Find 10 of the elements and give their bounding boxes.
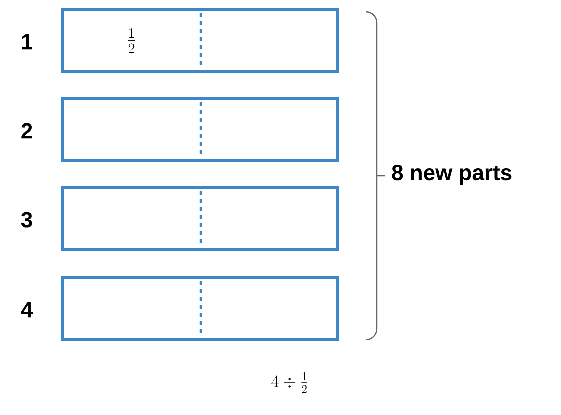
brace-label: 8 new parts <box>392 165 512 185</box>
fraction-bar <box>62 186 340 252</box>
row-number: 4 <box>21 302 33 318</box>
row-number: 1 <box>22 34 32 50</box>
fraction-bar: $\frac{1}{2}$ <box>62 8 340 74</box>
row-number: 2 <box>22 123 32 139</box>
fraction-bar <box>62 98 340 162</box>
fraction-bar <box>62 276 340 342</box>
row-number: 3 <box>21 212 32 228</box>
division-formula: $4 \div \frac{1}{2}$ <box>272 372 308 394</box>
